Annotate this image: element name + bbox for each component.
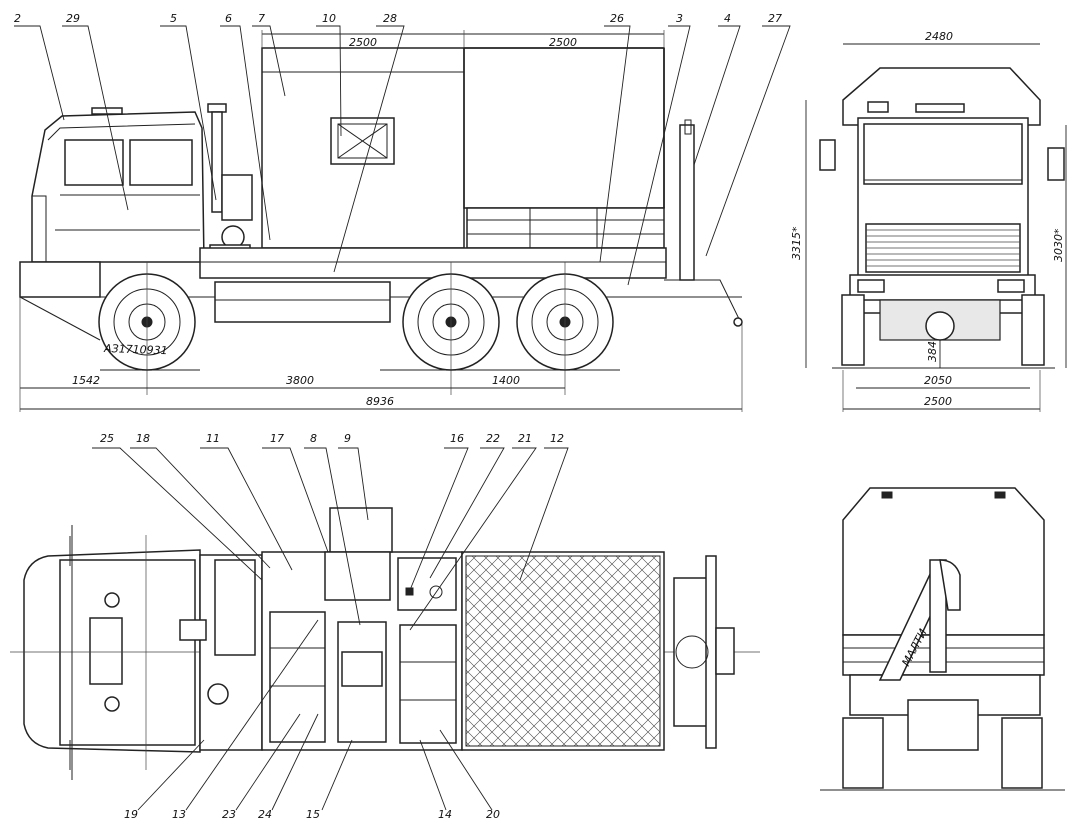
dim-height-right: 3030*	[1052, 228, 1065, 262]
radiator-grille	[866, 229, 1020, 267]
callout-4: 4	[724, 12, 731, 25]
plan-view: 25 18 11 17 8 9 16 22 21 12 19 13	[10, 432, 760, 821]
callout-8: 8	[310, 432, 317, 445]
side-view: АЗ1710931 2500 2500 1542 3800 1400 8936 …	[14, 12, 791, 412]
callout-16: 16	[450, 432, 464, 445]
dim-1542: 1542	[72, 374, 100, 387]
callout-15: 15	[306, 808, 320, 821]
callout-3: 3	[676, 12, 683, 25]
callout-28: 28	[383, 12, 397, 25]
dim-clearance: 384	[926, 341, 939, 362]
callout-25: 25	[100, 432, 114, 445]
callout-13: 13	[172, 808, 186, 821]
callout-23: 23	[222, 808, 236, 821]
callout-21: 21	[518, 432, 532, 445]
callout-7: 7	[258, 12, 265, 25]
callout-14: 14	[438, 808, 452, 821]
callouts-plan-top: 25 18 11 17 8 9 16 22 21 12	[92, 432, 569, 631]
callout-24: 24	[258, 808, 272, 821]
dim-1400: 1400	[492, 374, 520, 387]
callout-20: 20	[486, 808, 500, 821]
dim-width-bottom: 2500	[924, 395, 952, 408]
callout-5: 5	[170, 12, 177, 25]
front-view: 2480 3315* 3030* 384 2050 2500	[790, 30, 1067, 412]
callout-18: 18	[136, 432, 150, 445]
callout-27: 27	[768, 12, 782, 25]
rear-view: МАЛТИ	[820, 487, 1065, 791]
callout-6: 6	[225, 12, 232, 25]
dim-8936: 8936	[366, 395, 394, 408]
callout-26: 26	[610, 12, 624, 25]
callout-10: 10	[322, 12, 336, 25]
dim-2500-a: 2500	[349, 36, 377, 49]
dim-2500-b: 2500	[549, 36, 577, 49]
callouts-side-view: 2 29 5 6 7 10 28 26 3 4 27	[14, 12, 791, 286]
dim-height-left: 3315*	[790, 226, 803, 260]
callouts-plan-bottom: 19 13 23 24 15 14 20	[124, 619, 500, 821]
callout-19: 19	[124, 808, 138, 821]
callout-11: 11	[206, 432, 220, 445]
dim-track: 2050	[924, 374, 952, 387]
callout-9: 9	[344, 432, 351, 445]
dim-width-top: 2480	[925, 30, 953, 43]
callout-2: 2	[14, 12, 21, 25]
dim-3800: 3800	[286, 374, 314, 387]
plate-label: АЗ1710931	[103, 342, 168, 357]
callout-12: 12	[550, 432, 564, 445]
callout-22: 22	[486, 432, 500, 445]
callout-17: 17	[270, 432, 284, 445]
callout-29: 29	[66, 12, 80, 25]
